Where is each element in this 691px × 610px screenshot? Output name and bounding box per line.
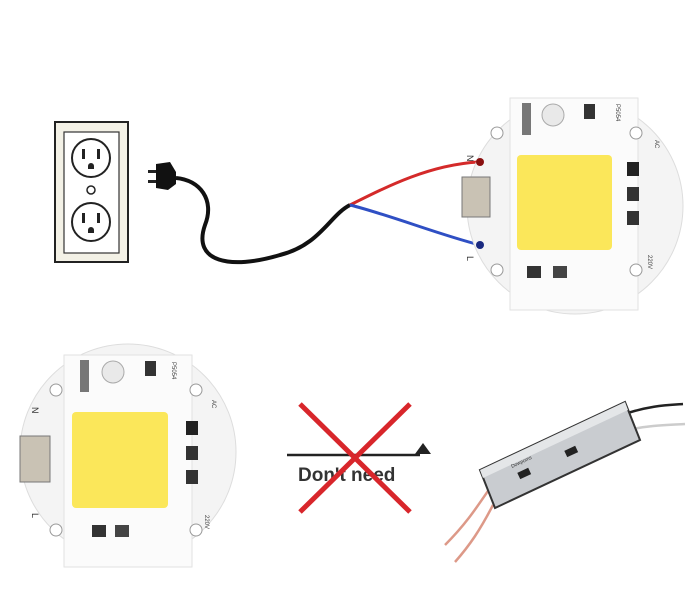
- terminal-label-n: N: [30, 407, 40, 414]
- led-array: [72, 412, 168, 508]
- terminal-block: [19, 435, 51, 483]
- voltage-label: 220V: [203, 515, 209, 529]
- power-cable: [175, 176, 351, 265]
- ac-label: AC: [653, 140, 659, 149]
- terminal-label-l: L: [30, 513, 40, 518]
- model-label: P5054: [170, 362, 176, 380]
- terminal-block: [461, 176, 491, 218]
- led-array: [517, 155, 612, 250]
- terminal-label-l: L: [465, 256, 475, 261]
- screw-icon: [86, 185, 96, 195]
- dont-need-text: Don't need: [298, 465, 395, 486]
- ac-label: AC: [210, 400, 216, 409]
- neutral-wire-blue: [349, 203, 481, 247]
- socket-bottom: [71, 202, 111, 242]
- terminal-label-n: N: [465, 155, 475, 162]
- voltage-label: 220V: [646, 255, 652, 269]
- wall-outlet: [54, 121, 129, 263]
- plug: [148, 162, 176, 190]
- led-chip-top: N L P5054 AC 220V: [461, 97, 684, 315]
- dont-need-section: Don't need: [287, 402, 431, 514]
- live-wire-red: [349, 160, 479, 207]
- led-chip-bottom: N L P5054 AC 220V: [19, 343, 237, 568]
- socket-top: [71, 138, 111, 178]
- model-label: P5054: [614, 104, 620, 122]
- led-driver: Dowpoms: [444, 400, 686, 563]
